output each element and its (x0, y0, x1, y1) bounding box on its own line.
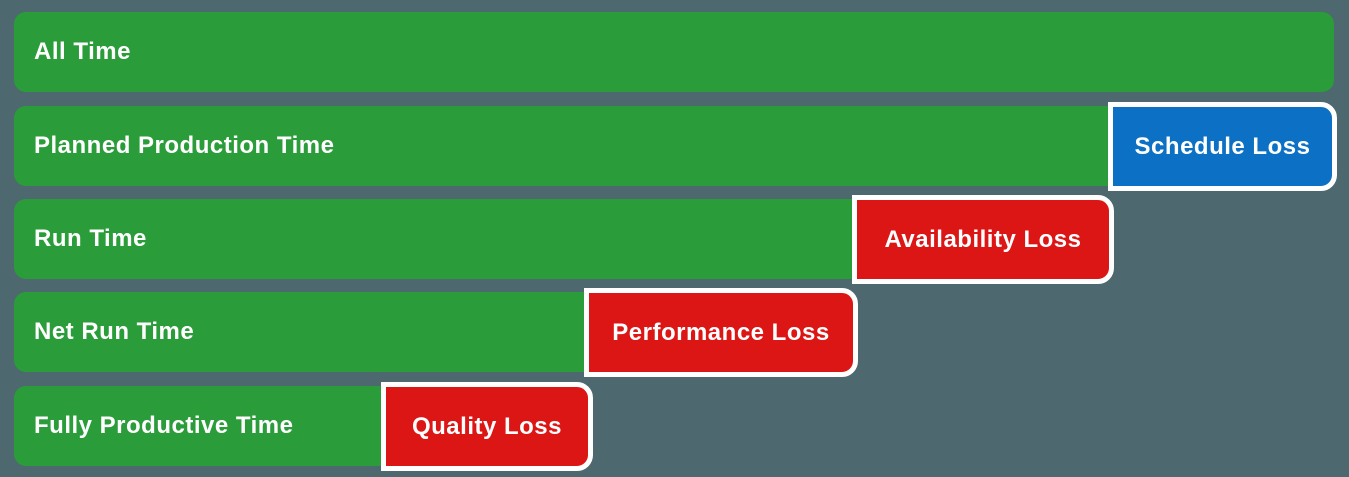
schedule-loss-box: Schedule Loss (1108, 102, 1337, 191)
fully-productive-time-bar: Fully Productive Time (14, 386, 381, 466)
row-planned-production-time: Planned Production Time Schedule Loss (14, 102, 1349, 191)
net-run-time-bar: Net Run Time (14, 292, 584, 372)
row-run-time: Run Time Availability Loss (14, 195, 1349, 284)
row-net-run-time: Net Run Time Performance Loss (14, 288, 1349, 377)
planned-production-time-label: Planned Production Time (34, 132, 335, 159)
all-time-bar: All Time (14, 12, 1334, 92)
quality-loss-label: Quality Loss (411, 412, 563, 440)
all-time-label: All Time (34, 38, 131, 65)
fully-productive-time-label: Fully Productive Time (34, 412, 294, 439)
performance-loss-label: Performance Loss (612, 318, 830, 346)
quality-loss-box: Quality Loss (381, 382, 593, 471)
performance-loss-box: Performance Loss (584, 288, 858, 377)
run-time-bar: Run Time (14, 199, 852, 279)
planned-production-time-bar: Planned Production Time (14, 106, 1108, 186)
net-run-time-label: Net Run Time (34, 318, 195, 345)
row-fully-productive-time: Fully Productive Time Quality Loss (14, 382, 1349, 471)
row-all-time: All Time (14, 12, 1349, 92)
schedule-loss-label: Schedule Loss (1134, 132, 1311, 160)
availability-loss-label: Availability Loss (884, 225, 1082, 253)
availability-loss-box: Availability Loss (852, 195, 1114, 284)
run-time-label: Run Time (34, 225, 147, 252)
